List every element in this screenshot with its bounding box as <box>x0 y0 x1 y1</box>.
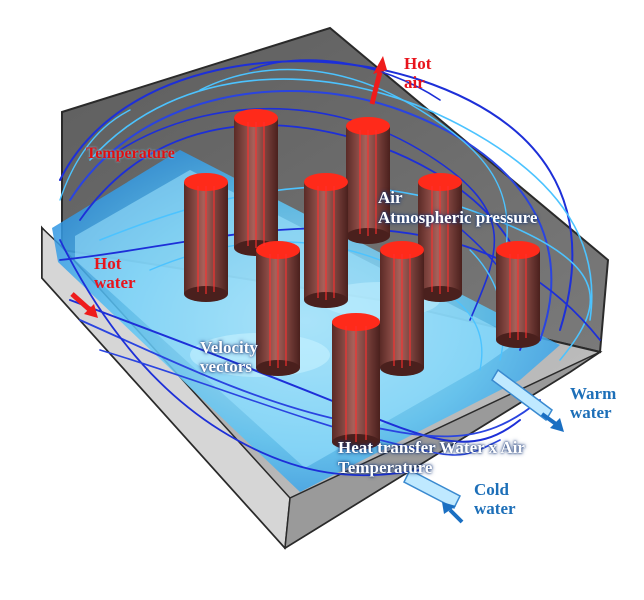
hot-air-arrow <box>369 56 387 105</box>
label-temperature-top: Temperature <box>86 145 175 162</box>
label-warm-water: Warm water <box>570 384 617 422</box>
cold-water-arrow <box>442 502 464 524</box>
label-cold-water: Cold water <box>474 480 516 518</box>
label-air: Air <box>378 188 403 207</box>
label-temperature-bottom: Temperature <box>338 458 433 477</box>
label-hot-water: Hot water <box>94 254 136 292</box>
outlet-pipe-warm <box>491 368 553 422</box>
hot-water-arrow <box>70 292 98 318</box>
label-heat-transfer: Heat transfer Water x Air <box>338 438 525 457</box>
label-velocity-vectors: Velocity vectors <box>200 338 258 376</box>
label-atmospheric-pressure: Atmospheric pressure <box>378 208 538 227</box>
warm-water-arrow <box>540 412 564 432</box>
label-hot-air: Hot air <box>404 54 432 92</box>
cylinder-flow-lines <box>197 122 527 442</box>
inlet-pipe-cold <box>402 468 462 510</box>
